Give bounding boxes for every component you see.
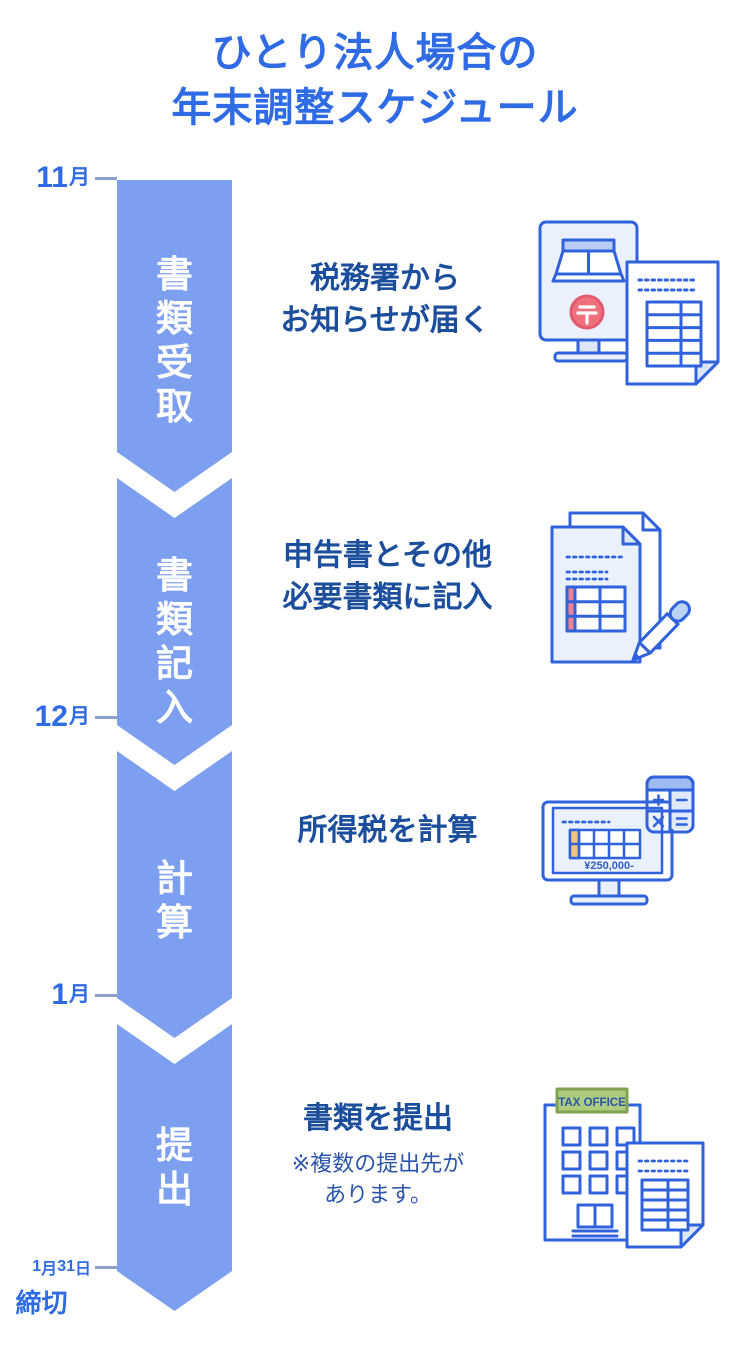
- screen-amount: ¥250,000-: [584, 860, 634, 872]
- tax-office-building-icon: TAX OFFICE: [535, 1075, 740, 1265]
- stage-char: 提: [156, 1124, 193, 1166]
- step4-note: ※複数の提出先が あります。: [291, 1151, 465, 1207]
- stage-label-submit: 提 出: [156, 1124, 193, 1212]
- stage-char: 類: [156, 598, 193, 640]
- step2-description: 申告書とその他 必要書類に記入: [282, 539, 493, 614]
- timeline-segment-calculate: 計 算: [117, 751, 232, 1038]
- stage-char: 出: [156, 1168, 193, 1210]
- step1-description: 税務署から お知らせが届く: [280, 262, 490, 337]
- milestone-tick: [95, 176, 117, 180]
- monitor-postal-notice-icon: [535, 214, 730, 386]
- milestone-december: 12 月: [0, 701, 117, 733]
- stage-label-calculate: 計 算: [156, 857, 193, 945]
- timeline-segment-submit: 提 出: [117, 1024, 232, 1311]
- stage-char: 記: [156, 642, 193, 684]
- deadline-label: 締切: [15, 1288, 68, 1318]
- milestone-november: 11 月: [0, 162, 117, 194]
- stage-char: 算: [156, 901, 193, 943]
- tax-office-sign: TAX OFFICE: [558, 1097, 626, 1109]
- stage-label-receive: 書 類 受 取: [156, 253, 193, 429]
- stage-char: 入: [156, 686, 193, 728]
- documents-pencil-icon: [545, 505, 735, 670]
- page-title: ひとり法人場合の 年末調整スケジュール: [0, 26, 750, 136]
- page-title-line2: 年末調整スケジュール: [171, 86, 579, 130]
- milestone-tick: [95, 715, 117, 719]
- step3-description: 所得税を計算: [297, 814, 478, 847]
- stage-label-fill: 書 類 記 入: [156, 554, 193, 730]
- page-title-line1: ひとり法人場合の: [211, 31, 539, 75]
- milestone-tick: [95, 993, 117, 997]
- stage-char: 取: [156, 386, 193, 427]
- milestone-deadline: 1 月 31 日 締切: [0, 1255, 117, 1320]
- stage-char: 書: [156, 554, 193, 596]
- milestone-january: 1 月: [0, 979, 117, 1011]
- milestone-tick: [95, 1265, 117, 1269]
- stage-char: 計: [156, 857, 193, 899]
- stage-char: 受: [156, 342, 193, 383]
- stage-char: 書: [156, 254, 193, 295]
- monitor-calculator-icon: ¥250,000-: [533, 772, 733, 922]
- timeline-segment-receive: 書 類 受 取: [117, 180, 232, 492]
- stage-char: 類: [156, 298, 193, 339]
- timeline-segment-fill: 書 類 記 入: [117, 478, 232, 765]
- step4-description: 書類を提出 ※複数の提出先が あります。: [268, 1098, 488, 1210]
